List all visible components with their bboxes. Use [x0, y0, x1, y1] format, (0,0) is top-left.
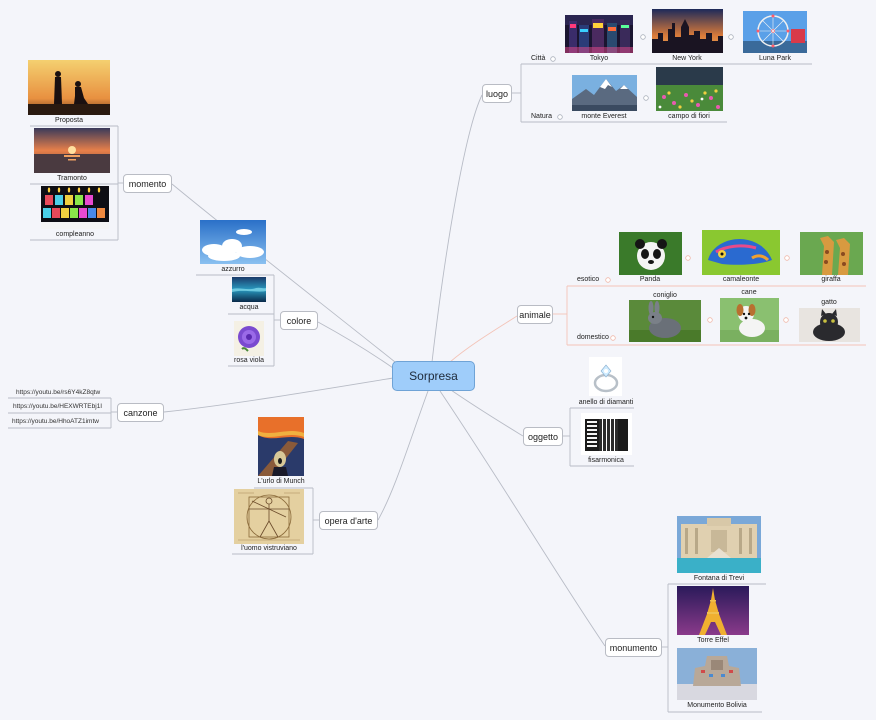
- image-proposta[interactable]: [28, 60, 110, 115]
- subtopic-natura-label: Natura: [531, 113, 553, 120]
- link-song-2[interactable]: https://youtu.be/HEXWRTEbj1I: [13, 403, 103, 410]
- item-azzurro: azzurro: [221, 266, 245, 273]
- topic-momento-label: momento: [128, 178, 167, 189]
- topic-colore[interactable]: colore: [280, 311, 318, 330]
- topic-monumento-label: monumento: [609, 642, 658, 653]
- item-camaleonte: camaleonte: [722, 276, 760, 283]
- image-fontana-di-trevi[interactable]: [677, 516, 761, 573]
- item-acqua: acqua: [239, 304, 259, 311]
- item-proposta: Proposta: [54, 117, 84, 124]
- image-tramonto[interactable]: [34, 128, 110, 173]
- subtopic-domestico-label: domestico: [577, 334, 609, 341]
- image-new-york[interactable]: [652, 9, 723, 53]
- topic-opera-darte-label: opera d'arte: [324, 515, 373, 526]
- link-song-1[interactable]: https://youtu.be/rs6Y4kZ8qtw: [16, 389, 101, 396]
- item-anello-di-diamanti: anello di diamanti: [578, 399, 634, 406]
- item-monte-everest: monte Everest: [581, 113, 627, 120]
- image-monte-everest[interactable]: [572, 75, 637, 111]
- subtopic-citta-label: Città: [531, 55, 546, 62]
- image-anello-di-diamanti[interactable]: [589, 357, 622, 396]
- link-monumento: [439, 390, 606, 647]
- item-fontana-di-trevi: Fontana di Trevi: [693, 575, 745, 582]
- item-fisarmonica: fisarmonica: [588, 457, 624, 464]
- image-acqua[interactable]: [232, 277, 266, 302]
- link-colore: [317, 321, 394, 369]
- link-canzone: [163, 377, 394, 413]
- image-azzurro[interactable]: [200, 220, 266, 264]
- image-compleanno[interactable]: [41, 186, 109, 229]
- topic-momento[interactable]: momento: [123, 174, 172, 193]
- item-new-york: New York: [672, 55, 702, 62]
- image-gatto[interactable]: [799, 308, 860, 342]
- subtopic-esotico-label: esotico: [577, 276, 600, 283]
- item-panda: Panda: [639, 276, 661, 283]
- image-campo-di-fiori[interactable]: [656, 67, 723, 111]
- item-giraffa: giraffa: [821, 276, 841, 283]
- topic-oggetto[interactable]: oggetto: [523, 427, 563, 446]
- image-tokyo[interactable]: [565, 15, 633, 53]
- topic-canzone-label: canzone: [123, 407, 158, 418]
- central-topic-label: Sorpresa: [409, 369, 458, 383]
- item-tramonto: Tramonto: [57, 175, 87, 182]
- item-luna-park: Luna Park: [759, 55, 791, 62]
- item-campo-di-fiori: campo di fiori: [668, 113, 710, 120]
- image-rosa-viola[interactable]: [234, 321, 264, 356]
- link-song-3[interactable]: https://youtu.be/HhoATZ1imtw: [12, 418, 99, 425]
- item-coniglio: coniglio: [653, 292, 677, 299]
- item-uomo-vitruviano: l'uomo vistruviano: [241, 545, 297, 552]
- link-opera: [377, 390, 429, 521]
- image-urlo-di-munch[interactable]: [258, 417, 304, 476]
- image-uomo-vitruviano[interactable]: [234, 489, 304, 544]
- image-monumento-bolivia[interactable]: [677, 648, 757, 700]
- link-oggetto: [447, 387, 524, 437]
- image-torre-effel[interactable]: [677, 586, 749, 635]
- item-rosa-viola: rosa viola: [234, 357, 264, 364]
- topic-canzone[interactable]: canzone: [117, 403, 164, 422]
- topic-colore-label: colore: [286, 315, 312, 326]
- item-tokyo: Tokyo: [589, 55, 609, 62]
- topic-luogo-label: luogo: [485, 88, 509, 99]
- topic-oggetto-label: oggetto: [527, 431, 559, 442]
- topic-luogo[interactable]: luogo: [482, 84, 512, 103]
- item-torre-effel: Torre Effel: [697, 637, 729, 644]
- image-giraffa[interactable]: [800, 232, 863, 275]
- image-cane[interactable]: [720, 298, 779, 342]
- item-monumento-bolivia: Monumento Bolivia: [687, 702, 747, 709]
- central-topic[interactable]: Sorpresa: [392, 361, 475, 391]
- topic-animale-label: animale: [519, 309, 551, 320]
- link-momento: [171, 183, 396, 363]
- link-animale: [449, 315, 518, 363]
- item-cane: cane: [741, 289, 757, 296]
- topic-opera-darte[interactable]: opera d'arte: [319, 511, 378, 530]
- topic-monumento[interactable]: monumento: [605, 638, 662, 657]
- image-fisarmonica[interactable]: [581, 413, 632, 455]
- topic-animale[interactable]: animale: [517, 305, 553, 324]
- image-coniglio[interactable]: [629, 300, 701, 342]
- image-panda[interactable]: [619, 232, 682, 275]
- image-luna-park[interactable]: [743, 11, 807, 53]
- image-camaleonte[interactable]: [702, 230, 780, 275]
- item-gatto: gatto: [821, 299, 837, 306]
- link-luogo: [431, 94, 483, 363]
- item-compleanno: compleanno: [55, 231, 95, 238]
- item-urlo-di-munch: L'urlo di Munch: [257, 478, 305, 485]
